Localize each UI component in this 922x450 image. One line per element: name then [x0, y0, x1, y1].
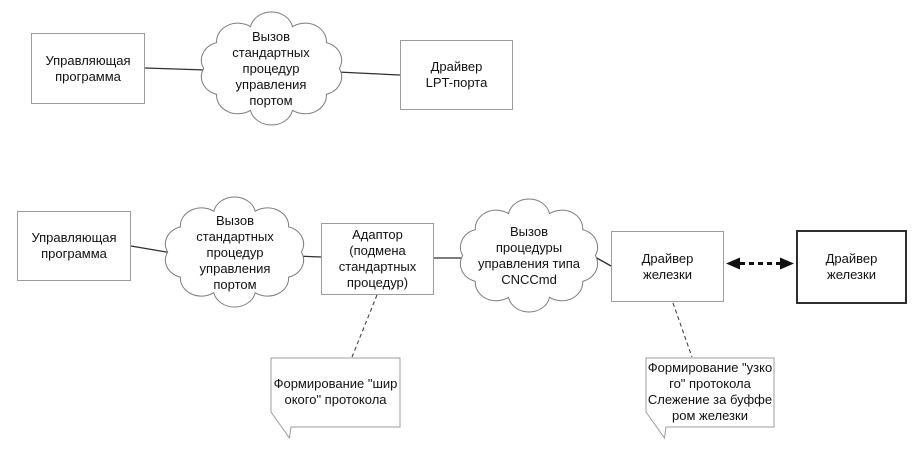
control-program-box-bottom: Управляющая программа	[17, 211, 131, 281]
cloud-std-call-bottom	[165, 196, 304, 308]
cloud-std-call-top	[201, 11, 342, 126]
note-wide-protocol-shape	[270, 357, 401, 440]
line-cncccloud-to-hwdriver	[594, 256, 612, 267]
hw-driver-right-label: Драйвер железки	[825, 251, 878, 282]
arrowhead-right-icon	[780, 257, 794, 270]
dashed-line-adapter-to-note	[351, 294, 378, 358]
line-control-to-callcloud-bottom	[130, 245, 173, 254]
hw-driver-left-label: Драйвер железки	[641, 250, 694, 282]
control-program-box-top: Управляющая программа	[31, 33, 145, 104]
adapter-box: Адаптор (подмена стандартных процедур)	[321, 223, 434, 295]
hw-driver-box-left: Драйвер железки	[611, 231, 724, 302]
lpt-driver-label: Драйвер LPT-порта	[425, 59, 488, 90]
line-control-to-callcloud-top	[144, 67, 207, 71]
line-callcloud-to-lptdriver	[336, 71, 401, 76]
note-narrow-protocol-shape	[645, 357, 775, 440]
dashed-line-hwdriver-to-note	[672, 302, 693, 358]
hw-driver-box-right: Драйвер железки	[796, 230, 907, 304]
arrowhead-left-icon	[726, 257, 740, 270]
control-program-top-label: Управляющая программа	[45, 52, 131, 84]
control-program-bottom-label: Управляющая программа	[31, 230, 117, 261]
adapter-label: Адаптор (подмена стандартных процедур)	[338, 227, 417, 290]
cloud-cncc-call	[460, 198, 598, 313]
lpt-driver-box: Драйвер LPT-порта	[400, 40, 513, 110]
